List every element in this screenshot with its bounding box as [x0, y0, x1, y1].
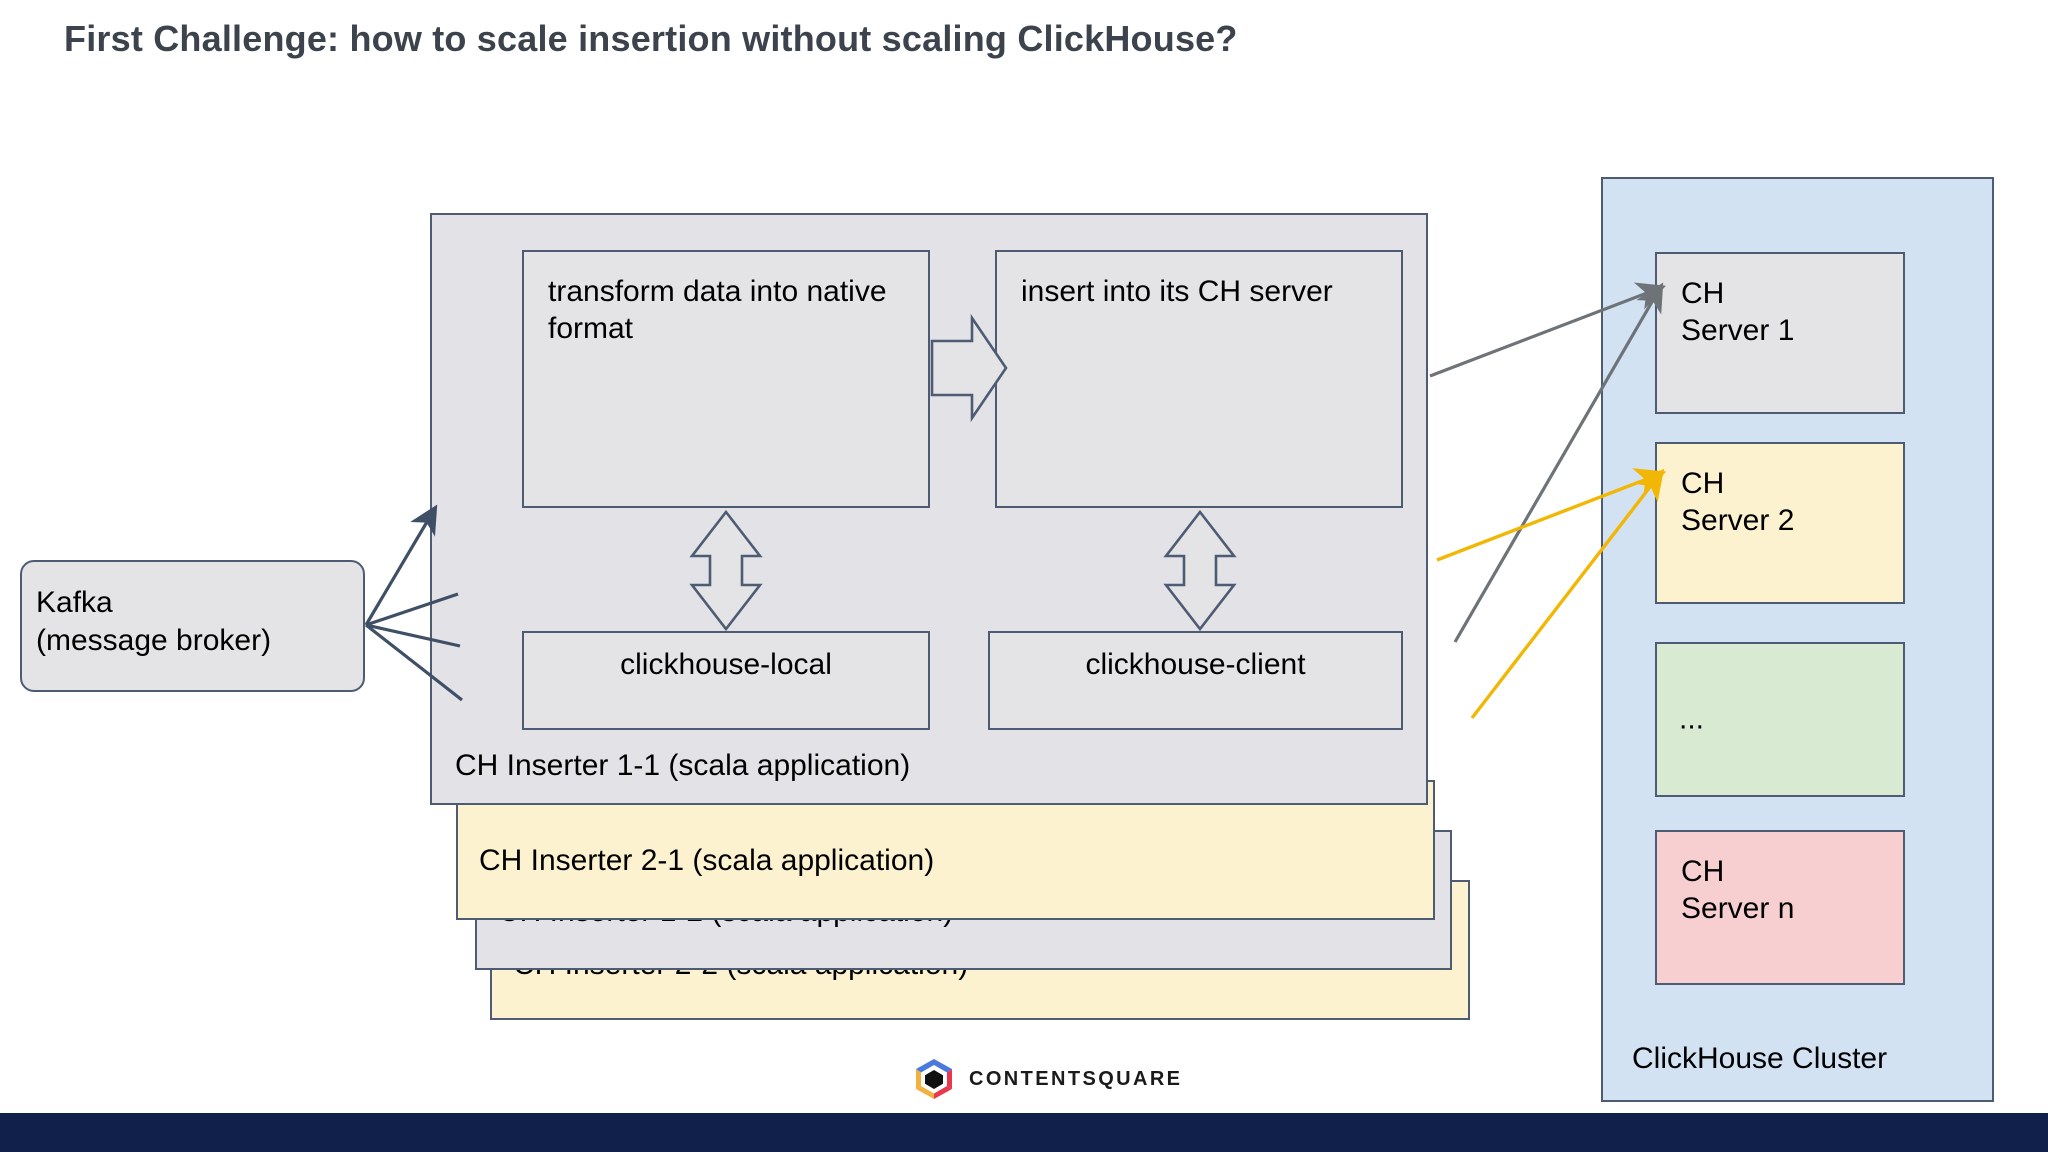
ch-server-2-line2: Server 2 [1681, 503, 1795, 537]
ch-server-1-line2: Server 1 [1681, 313, 1795, 347]
step-insert-box: insert into its CH server [995, 250, 1403, 508]
ch-server-2-line1: CH [1681, 467, 1725, 500]
clickhouse-local-label: clickhouse-local [620, 648, 832, 682]
step-transform-label: transform data into native format [548, 275, 887, 345]
footer-bar [0, 1113, 2048, 1152]
ch-server-ellipsis-box: ... [1655, 642, 1905, 797]
step-insert-label: insert into its CH server [1021, 275, 1333, 308]
kafka-title: Kafka [36, 586, 113, 619]
inserter-label-1-1: CH Inserter 1-1 (scala application) [455, 749, 911, 782]
ch-server-1-box: CH Server 1 [1655, 252, 1905, 414]
brand-name: CONTENTSQUARE [969, 1067, 1183, 1090]
ch-server-ellipsis-label: ... [1679, 702, 1705, 736]
ch-server-n-line2: Server n [1681, 891, 1795, 925]
kafka-subtitle: (message broker) [36, 624, 272, 658]
brand-logo: CONTENTSQUARE [913, 1057, 1182, 1101]
page-title: First Challenge: how to scale insertion … [64, 18, 1238, 59]
clickhouse-client-box: clickhouse-client [988, 631, 1403, 730]
clickhouse-cluster-label: ClickHouse Cluster [1632, 1042, 1888, 1075]
clickhouse-client-label: clickhouse-client [1085, 648, 1306, 682]
contentsquare-cube-icon [916, 1059, 952, 1099]
kafka-label: Kafka (message broker) [36, 584, 271, 661]
ch-server-2-box: CH Server 2 [1655, 442, 1905, 604]
kafka-arrow-1 [364, 504, 438, 626]
ch-server-1-line1: CH [1681, 277, 1725, 310]
step-transform-box: transform data into native format [522, 250, 930, 508]
inserter-label-2-1: CH Inserter 2-1 (scala application) [479, 844, 935, 877]
clickhouse-local-box: clickhouse-local [522, 631, 930, 730]
ch-server-n-box: CH Server n [1655, 830, 1905, 985]
ch-server-n-line1: CH [1681, 855, 1725, 888]
kafka-box [20, 560, 365, 692]
